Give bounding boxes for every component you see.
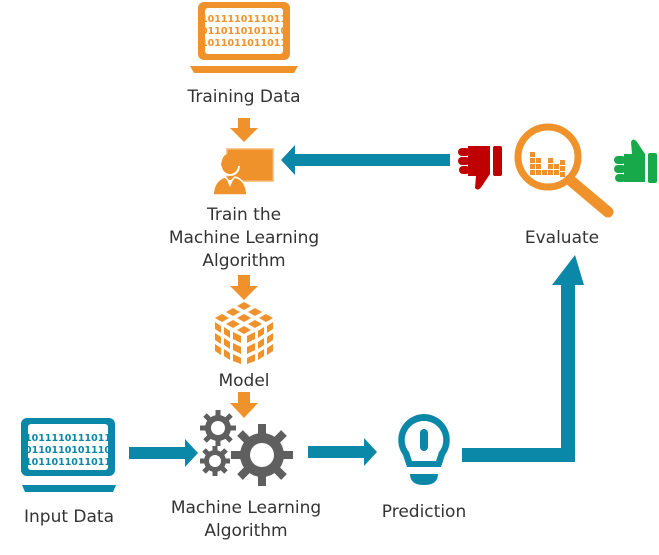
input-data-label: Input Data (23, 507, 114, 527)
arrow-down-icon (230, 275, 258, 300)
magnifier-chart-icon (514, 123, 614, 218)
arrow-right-icon (129, 439, 198, 467)
cube-icon (215, 302, 273, 364)
evaluate-label: Evaluate (524, 228, 600, 248)
thumbs-up-icon (614, 139, 657, 183)
arrow-down-icon (230, 392, 258, 418)
model-label: Model (218, 371, 270, 391)
binary-line: 0110110101110 (201, 26, 287, 37)
arrow-down-icon (230, 118, 258, 142)
ml-algorithm-label-line: Algorithm (204, 521, 288, 541)
binary-line: 0110110101110 (25, 445, 111, 456)
arrow-right-icon (308, 438, 377, 466)
input-data-laptop-icon: 1011110111011 0110110101110 101101101101… (21, 418, 116, 492)
arrow-left-icon (281, 145, 450, 175)
training-data-laptop-icon: 1011110111011 0110110101110 101101101101… (190, 2, 298, 73)
ml-algorithm-label-line: Machine Learning (170, 498, 322, 518)
prediction-label: Prediction (381, 502, 467, 522)
gears-icon (200, 410, 293, 486)
thumbs-down-icon (458, 146, 502, 190)
train-label-line: Machine Learning (168, 228, 320, 248)
binary-line: 1011011011011 (201, 38, 287, 49)
binary-line: 1011110111011 (25, 433, 111, 444)
binary-line: 1011110111011 (201, 14, 287, 25)
arrow-up-elbow-icon (462, 255, 584, 462)
train-label-line: Train the (206, 205, 282, 225)
teacher-board-icon (212, 148, 274, 196)
lightbulb-icon (398, 414, 450, 485)
binary-line: 1011011011011 (25, 457, 111, 468)
training-data-label: Training Data (187, 87, 301, 107)
train-label-line: Algorithm (202, 251, 286, 271)
